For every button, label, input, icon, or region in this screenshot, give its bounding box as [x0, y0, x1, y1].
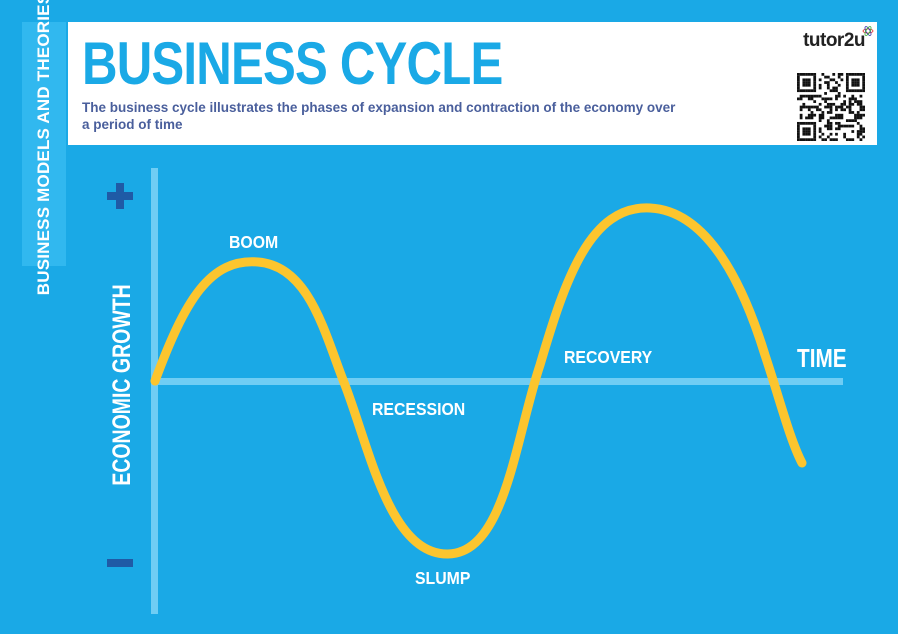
phase-label-recovery: RECOVERY	[564, 347, 653, 367]
brand-atom-icon	[862, 26, 874, 36]
y-axis	[151, 168, 158, 614]
minus-sign	[107, 559, 133, 567]
x-axis-label: TIME	[797, 344, 847, 373]
header-panel: BUSINESS CYCLE The business cycle illust…	[68, 22, 877, 145]
phase-label-slump: SLUMP	[415, 568, 470, 588]
phase-label-boom: BOOM	[229, 232, 278, 252]
plus-sign-v	[116, 183, 124, 209]
business-cycle-curve	[150, 203, 807, 559]
brand-logo: tutor2u	[803, 30, 865, 51]
page-title: BUSINESS CYCLE	[82, 30, 503, 97]
sidebar-tab	[22, 22, 66, 266]
phase-label-recession: RECESSION	[372, 399, 465, 419]
x-axis	[151, 378, 843, 385]
page-subtitle: The business cycle illustrates the phase…	[82, 100, 676, 132]
qr-code-icon	[797, 73, 865, 141]
y-axis-label: ECONOMIC GROWTH	[108, 284, 136, 485]
